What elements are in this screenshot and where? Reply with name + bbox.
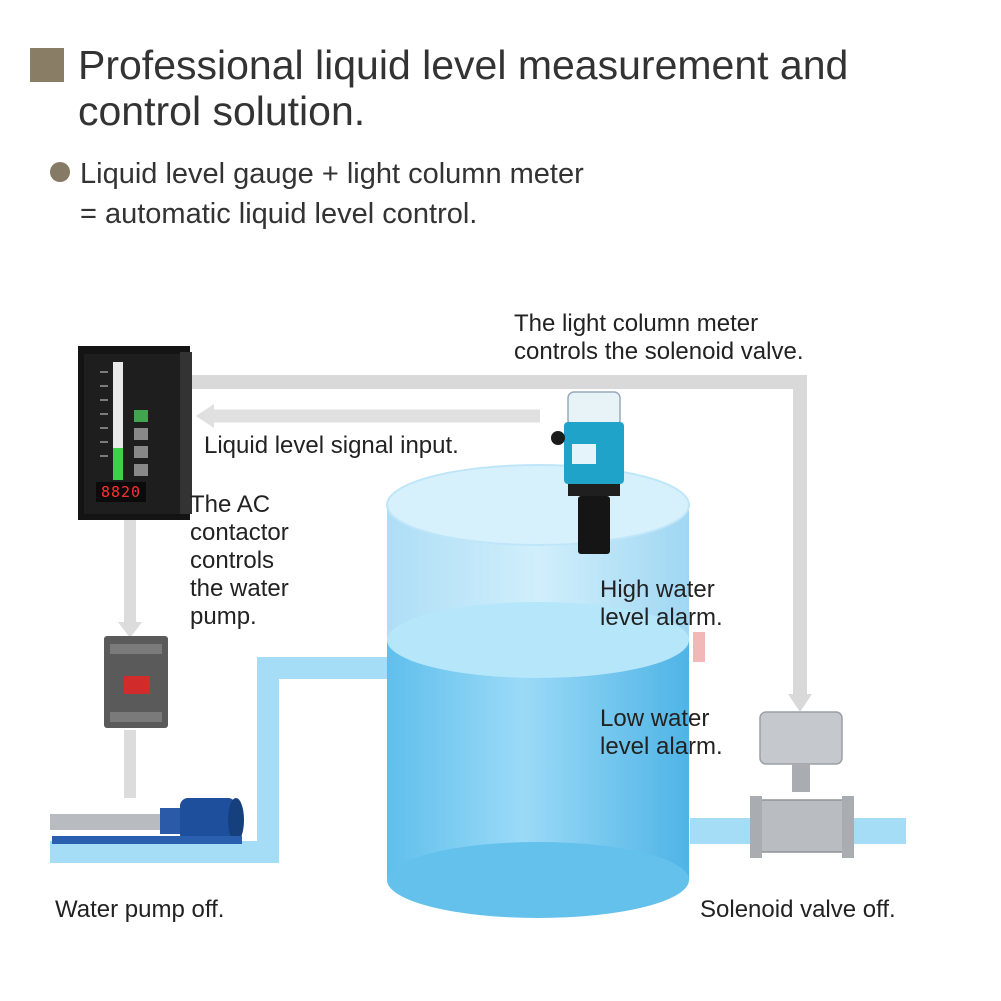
subtitle: Liquid level gauge + light column meter … (80, 154, 880, 234)
subtitle-bullet-dot (50, 162, 70, 182)
signal-input-label: Liquid level signal input. (204, 432, 459, 459)
water-pump-icon (50, 798, 244, 844)
low-alarm-label: Low water level alarm. (600, 705, 723, 760)
subtitle-line-1: Liquid level gauge + light column meter (80, 158, 584, 190)
ultrasonic-level-sensor-icon (551, 391, 624, 554)
subtitle-line-2: = automatic liquid level control. (80, 198, 478, 230)
meter-led-display: 8820 (100, 483, 142, 501)
valve-off-label: Solenoid valve off. (700, 896, 896, 923)
title-line-2: control solution. (78, 88, 366, 134)
light-column-meter-icon (78, 346, 192, 520)
high-alarm-label: High water level alarm. (600, 576, 723, 631)
pump-off-label: Water pump off. (55, 896, 225, 923)
title-bullet-square (30, 48, 64, 82)
page-title: Professional liquid level measurement an… (78, 42, 978, 134)
signal-lines (118, 375, 812, 798)
electric-ball-valve-icon (750, 711, 854, 858)
ac-contactor-icon (104, 636, 168, 728)
title-line-1: Professional liquid level measurement an… (78, 42, 849, 88)
column-meter-label: The light column meter controls the sole… (514, 310, 804, 365)
water-tank (386, 464, 705, 918)
contactor-label: The AC contactor controls the water pump… (190, 491, 289, 630)
